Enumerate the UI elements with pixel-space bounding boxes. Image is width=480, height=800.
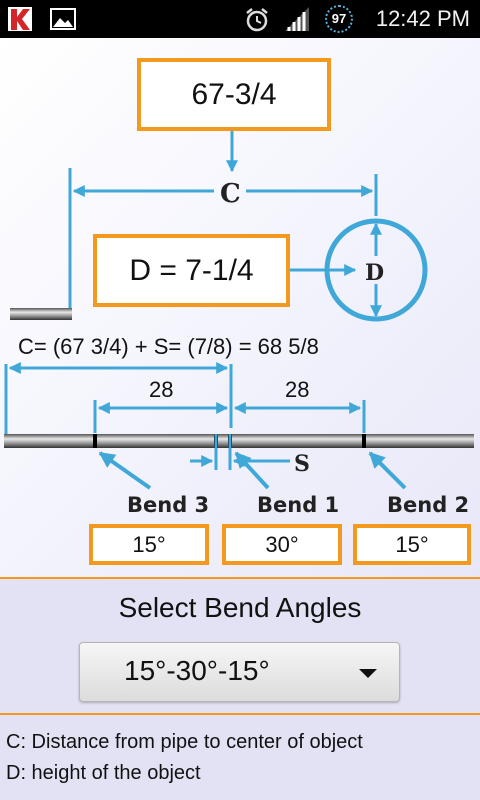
dropdown-arrow-icon bbox=[359, 669, 377, 678]
bend1-label: Bend 1 bbox=[257, 493, 340, 517]
formula-text: C= (67 3/4) + S= (7/8) = 68 5/8 bbox=[18, 334, 319, 359]
diagram-drawing: C D S bbox=[4, 130, 474, 490]
d-value-box: D = 7-1/4 bbox=[93, 234, 290, 307]
main-pipe bbox=[4, 434, 474, 448]
alarm-icon bbox=[246, 8, 268, 32]
c-value-box: 67-3/4 bbox=[137, 58, 331, 131]
pipe-stub bbox=[10, 308, 72, 320]
status-time: 12:42 PM bbox=[375, 6, 470, 31]
bend1-pointer bbox=[234, 451, 270, 490]
bend2-pointer bbox=[368, 451, 407, 490]
legend-panel bbox=[0, 715, 480, 800]
c-label: C bbox=[220, 179, 241, 209]
bend1-angle-box: 30° bbox=[222, 524, 342, 565]
bend3-mark bbox=[93, 434, 97, 448]
s-label: S bbox=[294, 451, 310, 477]
right-dimension-value: 28 bbox=[285, 377, 310, 402]
divider-top bbox=[0, 577, 480, 579]
divider-bottom bbox=[0, 713, 480, 715]
bend-angle-dropdown[interactable]: 15°-30°-15° bbox=[79, 642, 400, 702]
bend3-angle-box: 15° bbox=[89, 524, 209, 565]
bend3-pointer bbox=[98, 451, 152, 490]
signal-icon bbox=[285, 7, 309, 31]
bend2-mark bbox=[362, 434, 366, 448]
dropdown-selected-value: 15°-30°-15° bbox=[124, 655, 270, 686]
battery-icon: 97 bbox=[325, 5, 353, 33]
bend-diagram: C D S 67-3/4 D = bbox=[0, 38, 480, 578]
legend-d: D: height of the object bbox=[6, 762, 201, 784]
legend-c: C: Distance from pipe to center of objec… bbox=[6, 731, 363, 753]
gallery-icon bbox=[50, 8, 76, 30]
left-dimension-value: 28 bbox=[149, 377, 174, 402]
bend3-label: Bend 3 bbox=[127, 493, 210, 517]
bend2-label: Bend 2 bbox=[387, 493, 470, 517]
kaspersky-icon bbox=[8, 7, 32, 31]
status-bar: 97 12:42 PM bbox=[0, 0, 480, 38]
d-label: D bbox=[365, 260, 384, 286]
bend2-angle-box: 15° bbox=[353, 524, 471, 565]
select-title: Select Bend Angles bbox=[118, 592, 362, 623]
